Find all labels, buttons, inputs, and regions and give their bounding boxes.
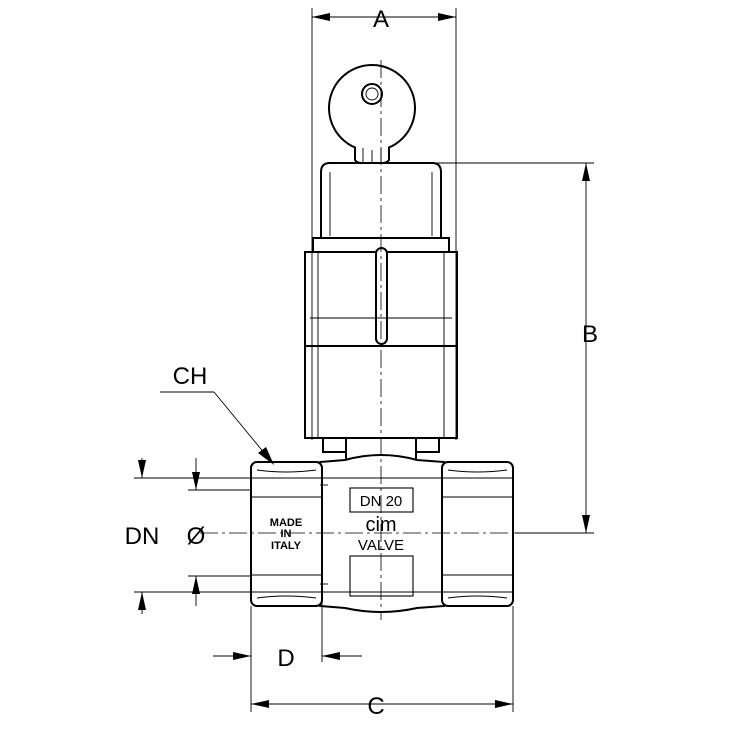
blank-marking-box (349, 555, 414, 597)
arrowhead-icon (322, 652, 340, 660)
arrowhead-icon (138, 460, 146, 478)
key-icon (328, 64, 416, 164)
made-in-line-2: IN (281, 528, 292, 540)
dimension-ch: CH (160, 363, 274, 465)
valve-body (319, 454, 445, 613)
dimension-c: C (250, 606, 514, 720)
arrowhead-icon (258, 447, 274, 465)
dim-label-d: D (277, 645, 294, 672)
brand-logo: cim (365, 514, 396, 536)
left-hex-end (250, 461, 328, 607)
valve-marking: VALVE (358, 537, 404, 554)
arrowhead-icon (233, 652, 251, 660)
made-in-line-1: MADE (270, 517, 302, 529)
dimension-a: A (311, 6, 457, 440)
arrowhead-icon (312, 13, 330, 21)
arrowhead-icon (192, 472, 200, 490)
dim-label-a: A (373, 6, 389, 33)
arrowhead-icon (495, 700, 513, 708)
center-lines (200, 60, 548, 620)
dimension-d: D (213, 590, 362, 672)
arrowhead-icon (582, 163, 590, 181)
dn-marking-box (349, 487, 414, 513)
arrowhead-icon (192, 576, 200, 594)
dim-label-c: C (367, 693, 384, 720)
body-markings: DN 20 cim VALVE MADE IN ITALY (270, 493, 404, 554)
dim-label-diameter: Ø (187, 523, 206, 550)
arrowhead-icon (438, 13, 456, 21)
right-hex-end (441, 461, 514, 607)
dimension-diameter: Ø (187, 458, 251, 606)
dimension-b: B (400, 162, 598, 534)
dim-label-ch: CH (173, 363, 208, 390)
arrowhead-icon (138, 592, 146, 610)
arrowhead-icon (251, 700, 269, 708)
arrowhead-icon (582, 515, 590, 533)
lock-slot (375, 247, 388, 345)
dim-label-b: B (582, 321, 598, 348)
made-in-line-3: ITALY (271, 540, 302, 552)
dimension-dn: DN (125, 458, 251, 614)
dim-label-dn: DN (125, 523, 160, 550)
dn-size-marking: DN 20 (360, 493, 403, 510)
